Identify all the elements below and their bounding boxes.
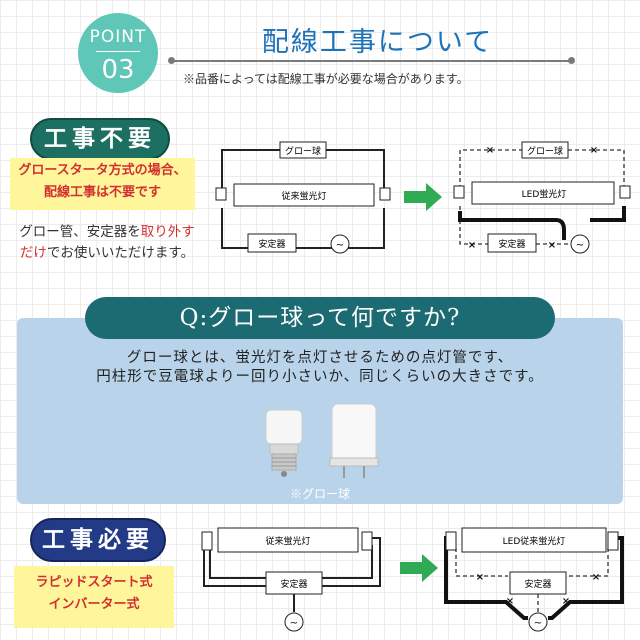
svg-text:×: × [592,572,600,583]
old-tube-2 [217,527,359,553]
title-underline [172,60,572,62]
underline-dot-right [568,57,575,64]
removal-note-part1: グロー管、安定器を [19,224,141,240]
old-tube [233,183,375,207]
point-badge: POINT 03 [78,13,158,93]
svg-text:×: × [468,240,476,251]
glow-label-2: グロー球 [527,145,563,157]
ballast-label-4: 安定器 [524,578,551,590]
arrow-right-icon-2 [400,554,438,582]
led-tube [471,181,615,205]
page-title: 配線工事について [261,27,494,58]
point-divider [96,51,140,52]
glow-bulb-images [265,403,379,478]
svg-text:~: ~ [290,618,298,629]
qa-panel [17,318,623,504]
ballast-types-highlight: ラピッドスタート式 インバーター式 [14,566,174,628]
glow-bulb-large [329,403,379,478]
answer-text: グロー球とは、蛍光灯を点灯させるための点灯管です、 円柱形で豆電球よりー回り小さ… [32,349,608,387]
cut-marks: × × × × [468,145,598,251]
glow-label: グロー球 [285,145,321,157]
arrow-right-icon [404,183,442,211]
glow-bulb-caption: ※グロー球 [289,487,350,501]
svg-text:×: × [548,240,556,251]
glow-starter-highlight: グロースタータ方式の場合、 配線工事は不要です [10,158,195,210]
svg-text:×: × [562,596,570,607]
old-tube-label-2: 従来蛍光灯 [265,535,310,547]
ballast-label-3: 安定器 [280,578,307,590]
svg-text:~: ~ [576,240,584,251]
ballast-label: 安定器 [258,238,285,250]
svg-text:×: × [486,145,494,156]
svg-text:~: ~ [534,618,542,629]
svg-text:~: ~ [336,240,344,251]
old-tube-label: 従来蛍光灯 [281,190,326,202]
led-old-tube [461,527,607,553]
removal-note-emphasis: 取り外すだけ [19,224,195,261]
glow-bulb-small [265,409,303,477]
ballast-box [247,233,297,253]
rapid-wiring-diagram: 従来蛍光灯 安定器 ~ [201,527,381,632]
led-tube-label: LED蛍光灯 [522,188,567,200]
point-number: 03 [101,55,135,85]
type-rapid-start: ラピッドスタート式 [35,575,153,590]
no-work-badge: 工事不要 [30,118,170,160]
glow-wiring-diagram: グロー球 従来蛍光灯 安定器 ~ [215,141,391,254]
led-old-tube-label: LED従来蛍光灯 [503,535,566,547]
type-inverter: インバーター式 [48,597,140,612]
underline-dot-left [168,57,175,64]
answer-line-2: 円柱形で豆電球よりー回り小さいか、同じくらいの大きさです。 [96,369,544,385]
led-glow-wiring-diagram: グロー球 LED蛍光灯 安定器 ~ × × × × [453,141,631,254]
highlight-line-2: 配線工事は不要です [43,185,161,200]
point-label: POINT [89,27,147,47]
removal-note-part2: でお使いいただけます。 [46,245,195,261]
ballast-label-2: 安定器 [498,238,525,250]
glow-box [279,141,327,159]
answer-line-1: グロー球とは、蛍光灯を点灯させるための点灯管です、 [126,350,514,366]
highlight-line-1: グロースタータ方式の場合、 [18,163,187,178]
svg-text:×: × [476,572,484,583]
work-required-badge: 工事必要 [30,518,166,562]
svg-text:×: × [506,596,514,607]
power-source-icon [330,234,350,254]
led-rapid-wiring-diagram: LED従来蛍光灯 安定器 ~ × × × × [444,527,624,632]
cut-marks-2: × × × × [476,572,600,607]
svg-text:×: × [590,145,598,156]
question-banner: Q:グロー球って何ですか? [85,297,555,339]
header-note: ※品番によっては配線工事が必要な場合があります。 [183,72,469,86]
removal-note: グロー管、安定器を取り外すだけでお使いいただけます。 [14,222,200,264]
